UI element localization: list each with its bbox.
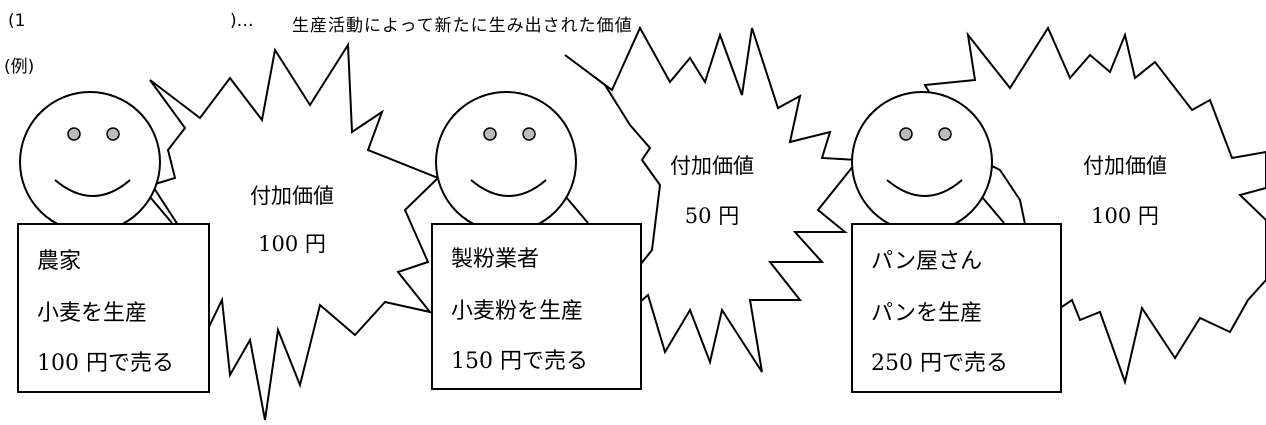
eye-right-3 (938, 127, 952, 141)
blank-label: (1 (8, 11, 26, 31)
mouth-2 (470, 179, 547, 197)
value-title-2: 付加価値 (670, 154, 754, 178)
eye-left-3 (899, 127, 913, 141)
role-action-2: 小麦粉を生産 (451, 299, 584, 324)
eye-left-2 (483, 127, 497, 141)
mouth-3 (886, 179, 963, 197)
role-name-1: 農家 (37, 249, 82, 274)
role-sale-1: 100 円で売る (37, 351, 174, 376)
definition-text: 生産活動によって新たに生み出された価値 (292, 16, 633, 36)
role-box-2: 製粉業者 小麦粉を生産 150 円で売る (431, 223, 642, 390)
value-amount-1: 100 円 (258, 232, 326, 256)
value-amount-2: 50 円 (684, 204, 740, 228)
example-label: (例) (4, 57, 35, 77)
eye-left-1 (67, 127, 81, 141)
role-sale-2: 150 円で売る (451, 349, 588, 374)
role-action-1: 小麦を生産 (37, 301, 148, 326)
face-2 (435, 91, 577, 233)
face-1 (19, 91, 161, 233)
role-box-1: 農家 小麦を生産 100 円で売る (17, 223, 210, 393)
mouth-1 (54, 179, 131, 197)
role-sale-3: 250 円で売る (871, 351, 1008, 376)
blank-close: )… (230, 11, 254, 31)
role-box-3: パン屋さん パンを生産 250 円で売る (851, 223, 1062, 393)
role-name-3: パン屋さん (871, 249, 983, 274)
eye-right-1 (106, 127, 120, 141)
value-amount-3: 100 円 (1091, 204, 1159, 228)
value-title-1: 付加価値 (250, 184, 334, 208)
role-action-3: パンを生産 (871, 301, 983, 326)
face-3 (851, 91, 993, 233)
role-name-2: 製粉業者 (451, 247, 540, 272)
eye-right-2 (522, 127, 536, 141)
value-title-3: 付加価値 (1083, 154, 1167, 178)
